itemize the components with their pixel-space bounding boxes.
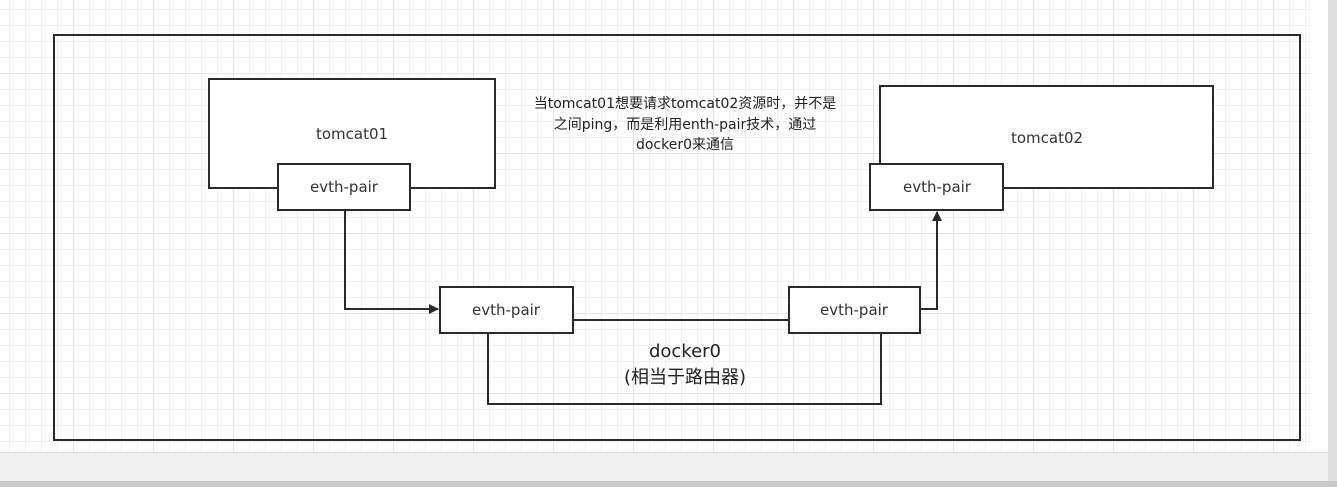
window-right-edge	[1328, 0, 1337, 487]
tomcat01-evth-pair[interactable]: evth-pair	[277, 163, 411, 211]
arrow-tomcat01-to-docker0[interactable]	[344, 210, 439, 314]
docker0-left-evth-pair[interactable]: evth-pair	[439, 286, 574, 334]
docker0-right-evth-pair-label: evth-pair	[820, 301, 889, 319]
tomcat02-evth-pair[interactable]: evth-pair	[869, 163, 1004, 211]
tomcat01-evth-pair-label: evth-pair	[310, 178, 379, 196]
arrow-docker0-to-tomcat02[interactable]	[920, 211, 942, 310]
tomcat02-label: tomcat02	[1011, 129, 1083, 147]
docker0-left-evth-pair-label: evth-pair	[472, 301, 541, 319]
canvas-right-gutter	[1310, 0, 1328, 487]
note-line-3: docker0来通信	[636, 137, 734, 153]
note-line-1: 当tomcat01想要请求tomcat02资源时，并不是	[534, 96, 837, 112]
tomcat01-label: tomcat01	[316, 125, 388, 143]
outer-frame[interactable]	[53, 34, 1301, 441]
tomcat02-evth-pair-label: evth-pair	[903, 178, 972, 196]
window-bottom-edge	[0, 481, 1337, 487]
drawing-canvas[interactable]	[0, 0, 1310, 452]
bottom-status-bar	[0, 452, 1328, 482]
docker0-right-evth-pair[interactable]: evth-pair	[788, 286, 921, 334]
docker0-label: docker0	[649, 341, 721, 362]
docker0-bridge-outline[interactable]	[487, 332, 882, 405]
annotation-note[interactable]: 当tomcat01想要请求tomcat02资源时，并不是 之间ping，而是利用…	[534, 96, 837, 153]
note-line-2: 之间ping，而是利用enth-pair技术，通过	[554, 117, 817, 133]
docker0-subtitle: (相当于路由器)	[624, 367, 746, 388]
